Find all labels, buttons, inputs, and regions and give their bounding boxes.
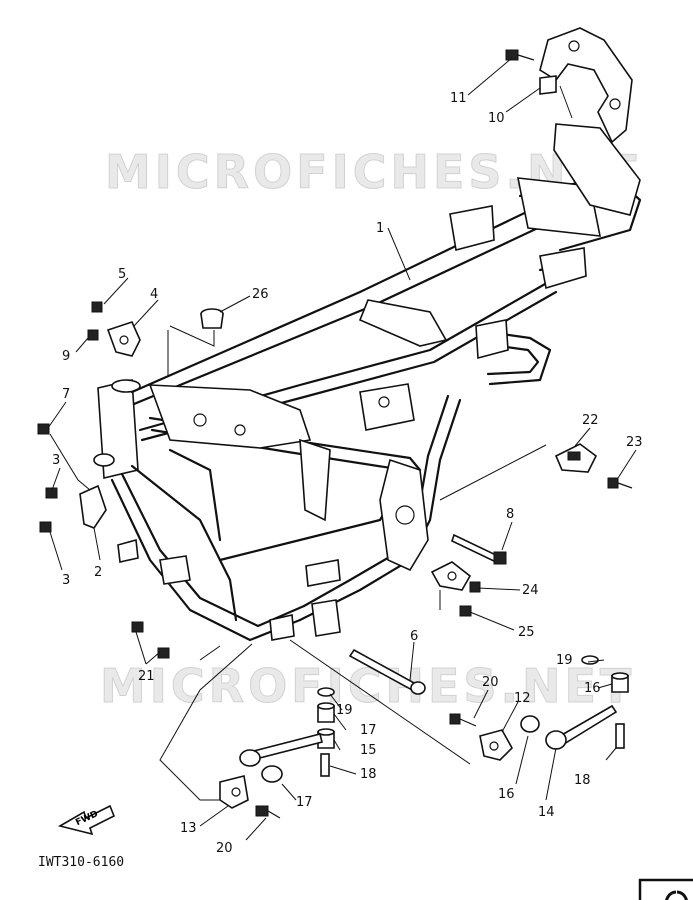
bolt-3-lower: [39, 521, 52, 533]
callout-21: 21: [138, 669, 155, 684]
callout-20-right: 20: [482, 675, 499, 690]
callout-2: 2: [94, 565, 102, 580]
bolt-20-bottom: [255, 805, 281, 819]
bolt-3-upper: [45, 487, 58, 499]
callout-17-lower: 17: [296, 795, 313, 810]
bracket-13: [219, 775, 249, 809]
bolt-8: [451, 533, 507, 565]
callout-11: 11: [450, 91, 467, 106]
callout-26: 26: [252, 287, 269, 302]
corner-symbol-icon: [638, 878, 693, 900]
bracket-2: [79, 484, 107, 529]
bracket-4: [106, 321, 141, 357]
nut-7: [37, 423, 50, 435]
callout-12: 12: [514, 691, 531, 706]
bolt-21-a: [131, 621, 144, 633]
callout-24: 24: [522, 583, 539, 598]
callout-20-bottom: 20: [216, 841, 233, 856]
rear-subframe-bracket: [539, 27, 633, 144]
bolt-11: [505, 49, 535, 61]
cap-26: [200, 308, 224, 329]
bracket-12: [479, 729, 513, 761]
collar-15: [317, 728, 335, 749]
callout-4: 4: [150, 287, 158, 302]
leader-lines: [47, 57, 637, 841]
bolt-21-b: [157, 647, 170, 659]
callout-23: 23: [626, 435, 643, 450]
callout-18-left: 18: [360, 767, 377, 782]
callout-3-lower: 3: [62, 573, 70, 588]
callout-labels: 1 2 3 3 4 5 6 7 8 9 10 11 12 13 14 15 16…: [52, 91, 643, 856]
bolt-5: [91, 301, 103, 313]
collar-16-b: [611, 672, 629, 693]
bushing-16-a: [520, 715, 540, 733]
callout-13: 13: [180, 821, 197, 836]
switch-22: [554, 443, 598, 473]
callout-22: 22: [582, 413, 599, 428]
washer-19-left: [317, 687, 335, 697]
watermark-top: MICROFICHES.NET: [105, 145, 640, 199]
main-frame: [93, 123, 642, 642]
stay-rod-left: [239, 733, 323, 783]
callout-16-left: 16: [498, 787, 515, 802]
steering-head-top: [111, 379, 141, 393]
callout-8: 8: [506, 507, 514, 522]
bolt-9: [87, 329, 99, 341]
callout-25: 25: [518, 625, 535, 640]
callout-14: 14: [538, 805, 555, 820]
callout-7: 7: [62, 387, 70, 402]
callout-3-upper: 3: [52, 453, 60, 468]
callout-19-right: 19: [556, 653, 573, 668]
callout-15: 15: [360, 743, 377, 758]
stay-rod-right: [545, 704, 618, 750]
callout-6: 6: [410, 629, 418, 644]
callout-19-left: 19: [336, 703, 353, 718]
forward-arrow-icon: FWD: [57, 804, 116, 836]
callout-18-right: 18: [574, 773, 591, 788]
callout-16-right: 16: [584, 681, 601, 696]
watermark-bottom: MICROFICHES.NET: [100, 659, 635, 713]
callout-9: 9: [62, 349, 70, 364]
bolt-18-right: [615, 723, 625, 749]
callout-1: 1: [376, 221, 384, 236]
callout-5: 5: [118, 267, 126, 282]
bracket-24: [430, 561, 481, 593]
bolt-23: [607, 477, 633, 489]
bolt-20-right: [449, 713, 477, 727]
callout-17-upper: 17: [360, 723, 377, 738]
callout-10: 10: [488, 111, 505, 126]
washer-19-right: [581, 655, 599, 665]
bolt-6: [348, 648, 426, 695]
bolt-18-left: [320, 753, 330, 777]
diagram-code: IWT310-6160: [38, 855, 124, 870]
collar-17-left: [317, 702, 335, 723]
bolt-25: [459, 605, 472, 617]
